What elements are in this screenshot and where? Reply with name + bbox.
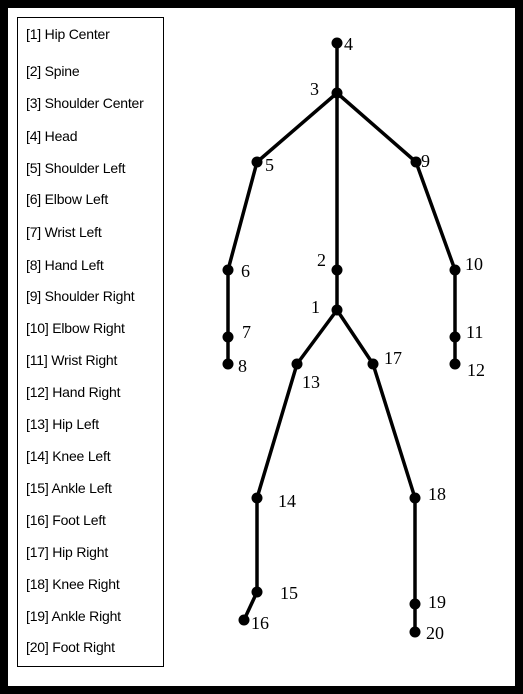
legend-item-hand-left: [8] Hand Left: [26, 257, 104, 273]
legend-item-foot-right: [20] Foot Right: [26, 639, 115, 655]
joint-7: [222, 331, 234, 343]
joint-11: [449, 331, 461, 343]
joint-label-2: 2: [317, 250, 326, 270]
bones-layer: [226, 41, 457, 634]
joint-19: [409, 598, 421, 610]
joint-1: [331, 304, 343, 316]
joint-label-19: 19: [428, 592, 446, 612]
joint-label-14: 14: [278, 491, 296, 511]
bone-1-17: [335, 308, 375, 366]
joint-16: [238, 614, 250, 626]
joint-9: [410, 156, 422, 168]
joint-8: [222, 358, 234, 370]
joint-14: [251, 492, 263, 504]
joint-label-5: 5: [265, 155, 274, 175]
joint-13: [291, 358, 303, 370]
legend-item-hip-right: [17] Hip Right: [26, 544, 109, 560]
legend-item-foot-left: [16] Foot Left: [26, 512, 106, 528]
bone-1-13: [295, 308, 339, 366]
figure-frame: [8, 8, 515, 686]
legend-item-knee-right: [18] Knee Right: [26, 576, 120, 592]
bone-3-9: [335, 91, 418, 164]
joint-label-8: 8: [238, 356, 247, 376]
legend-item-ankle-left: [15] Ankle Left: [26, 480, 112, 496]
bone-9-10: [414, 160, 457, 272]
legend-item-shoulder-right: [9] Shoulder Right: [26, 288, 135, 304]
joint-2: [331, 264, 343, 276]
joint-label-12: 12: [467, 360, 485, 380]
joint-20: [409, 626, 421, 638]
legend-item-elbow-left: [6] Elbow Left: [26, 191, 109, 207]
joint-label-16: 16: [251, 613, 269, 633]
legend-item-head: [4] Head: [26, 128, 78, 144]
joint-4: [331, 37, 343, 49]
joint-12: [449, 358, 461, 370]
joint-label-9: 9: [421, 151, 430, 171]
legend-item-hip-left: [13] Hip Left: [26, 416, 99, 432]
legend-item-spine: [2] Spine: [26, 63, 80, 79]
joint-15: [251, 586, 263, 598]
legend-item-knee-left: [14] Knee Left: [26, 448, 111, 464]
legend-item-shoulder-center: [3] Shoulder Center: [26, 95, 144, 111]
joint-label-1: 1: [311, 297, 320, 317]
legend-item-shoulder-left: [5] Shoulder Left: [26, 160, 126, 176]
legend-item-wrist-left: [7] Wrist Left: [26, 224, 102, 240]
joint-label-18: 18: [428, 484, 446, 504]
legend-item-ankle-right: [19] Ankle Right: [26, 608, 121, 624]
joint-17: [367, 358, 379, 370]
joint-6: [222, 264, 234, 276]
joint-label-7: 7: [242, 322, 251, 342]
joint-label-11: 11: [466, 322, 483, 342]
legend-item-hip-center: [1] Hip Center: [26, 26, 110, 42]
bone-17-18: [371, 362, 417, 500]
joint-label-20: 20: [426, 623, 444, 643]
joint-label-13: 13: [302, 372, 320, 392]
joint-5: [251, 156, 263, 168]
joint-10: [449, 264, 461, 276]
legend-item-elbow-right: [10] Elbow Right: [26, 320, 125, 336]
bone-3-5: [255, 91, 339, 164]
joint-label-15: 15: [280, 583, 298, 603]
joint-label-10: 10: [465, 254, 483, 274]
joint-label-6: 6: [241, 261, 250, 281]
joint-label-17: 17: [384, 348, 402, 368]
bone-5-6: [226, 160, 259, 272]
joint-legend: [1] Hip Center [2] Spine [3] Shoulder Ce…: [17, 17, 164, 667]
joint-3: [331, 87, 343, 99]
joint-18: [409, 492, 421, 504]
joint-label-3: 3: [310, 79, 319, 99]
legend-item-wrist-right: [11] Wrist Right: [26, 352, 118, 368]
joints-layer: [222, 37, 461, 638]
joint-label-4: 4: [344, 34, 353, 54]
legend-item-hand-right: [12] Hand Right: [26, 384, 121, 400]
bone-13-14: [255, 362, 299, 500]
